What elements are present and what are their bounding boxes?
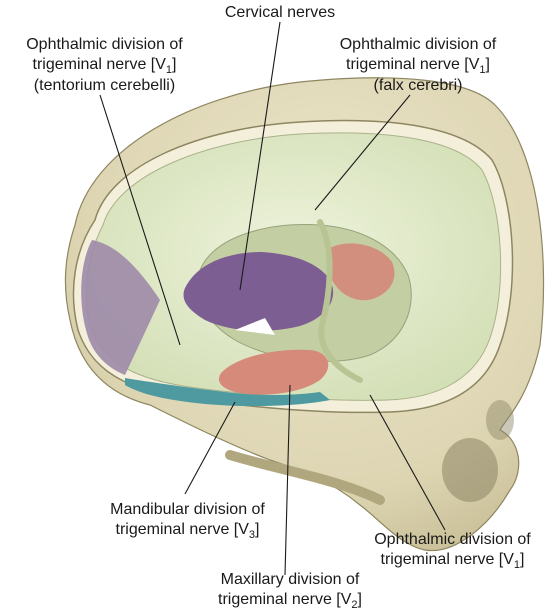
- foramen-gap: [235, 318, 275, 335]
- label-ophthalmic-falx: Ophthalmic division of trigeminal nerve …: [339, 36, 497, 94]
- label-ophthalmic-tentorium: Ophthalmic division of trigeminal nerve …: [26, 36, 183, 94]
- mandibular-region: [125, 378, 330, 407]
- label-cervical-nerves: Cervical nerves: [224, 4, 336, 21]
- label-maxillary: Maxillary division of trigeminal nerve […: [218, 571, 362, 611]
- leader-tentorium: [99, 94, 181, 346]
- leader-maxillary: [284, 384, 291, 576]
- leader-ophthalmic-lower: [369, 394, 446, 531]
- ophthalmic-falx-region: [330, 243, 395, 301]
- leader-lines: [99, 21, 446, 576]
- leader-mandibular: [184, 401, 236, 495]
- zygomatic-arch: [225, 450, 385, 505]
- label-ophthalmic-lower: Ophthalmic division of trigeminal nerve …: [374, 531, 531, 571]
- leader-cervical: [239, 21, 281, 291]
- label-mandibular: Mandibular division of trigeminal nerve …: [110, 501, 265, 541]
- ophthalmic-tentorium-region: [81, 240, 160, 375]
- orbit: [442, 438, 498, 502]
- cervical-nerves-region: [183, 252, 334, 331]
- leader-falx: [314, 94, 411, 211]
- maxillary-region: [218, 349, 329, 395]
- falx-ridge: [317, 219, 363, 383]
- nasal-cavity: [486, 400, 514, 440]
